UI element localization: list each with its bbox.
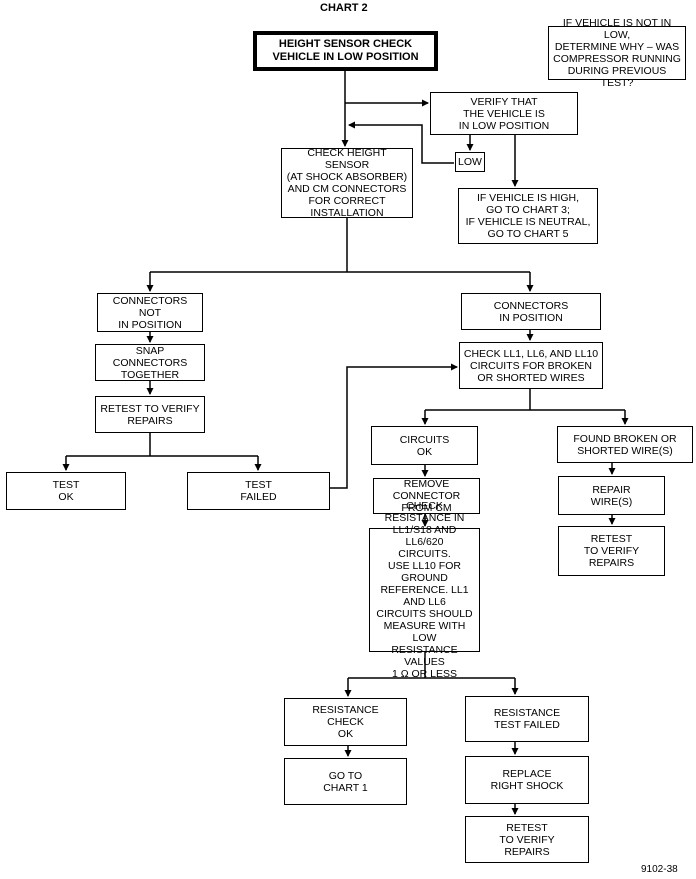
figure-id: 9102-38	[641, 864, 678, 875]
check-sensor-box: CHECK HEIGHT SENSOR (AT SHOCK ABSORBER) …	[281, 147, 413, 219]
connectors-in-position-box: CONNECTORS IN POSITION	[461, 293, 601, 330]
remove-connector-box: REMOVE CONNECTOR FROM CM	[373, 478, 480, 514]
check-circuits-box: CHECK LL1, LL6, AND LL10 CIRCUITS FOR BR…	[459, 342, 603, 389]
replace-shock-box: REPLACE RIGHT SHOCK	[465, 756, 589, 804]
check-resistance-box: CHECK RESISTANCE IN LL1/S18 AND LL6/620 …	[369, 500, 480, 680]
if-high-box: IF VEHICLE IS HIGH, GO TO CHART 3; IF VE…	[458, 188, 598, 244]
retest-left-box: RETEST TO VERIFY REPAIRS	[95, 396, 205, 433]
retest-bottom-box: RETEST TO VERIFY REPAIRS	[465, 816, 589, 863]
resistance-ok-box: RESISTANCE CHECK OK	[284, 698, 407, 746]
snap-connectors-box: SNAP CONNECTORS TOGETHER	[95, 344, 205, 381]
connectors-not-in-position-box: CONNECTORS NOT IN POSITION	[97, 293, 203, 332]
test-ok-box: TEST OK	[6, 472, 126, 510]
start-box: HEIGHT SENSOR CHECK VEHICLE IN LOW POSIT…	[253, 31, 438, 71]
note-box: IF VEHICLE IS NOT IN LOW, DETERMINE WHY …	[548, 17, 686, 89]
low-box: LOW	[455, 152, 485, 172]
resistance-failed-box: RESISTANCE TEST FAILED	[465, 696, 589, 742]
found-broken-box: FOUND BROKEN OR SHORTED WIRE(S)	[557, 426, 693, 463]
chart-title: CHART 2	[320, 2, 368, 14]
verify-box: VERIFY THAT THE VEHICLE IS IN LOW POSITI…	[430, 92, 578, 135]
circuits-ok-box: CIRCUITS OK	[371, 426, 478, 465]
repair-wire-box: REPAIR WIRE(S)	[558, 476, 665, 515]
test-failed-box: TEST FAILED	[187, 472, 330, 510]
retest-right-box: RETEST TO VERIFY REPAIRS	[558, 526, 665, 576]
goto-chart1-box: GO TO CHART 1	[284, 758, 407, 805]
